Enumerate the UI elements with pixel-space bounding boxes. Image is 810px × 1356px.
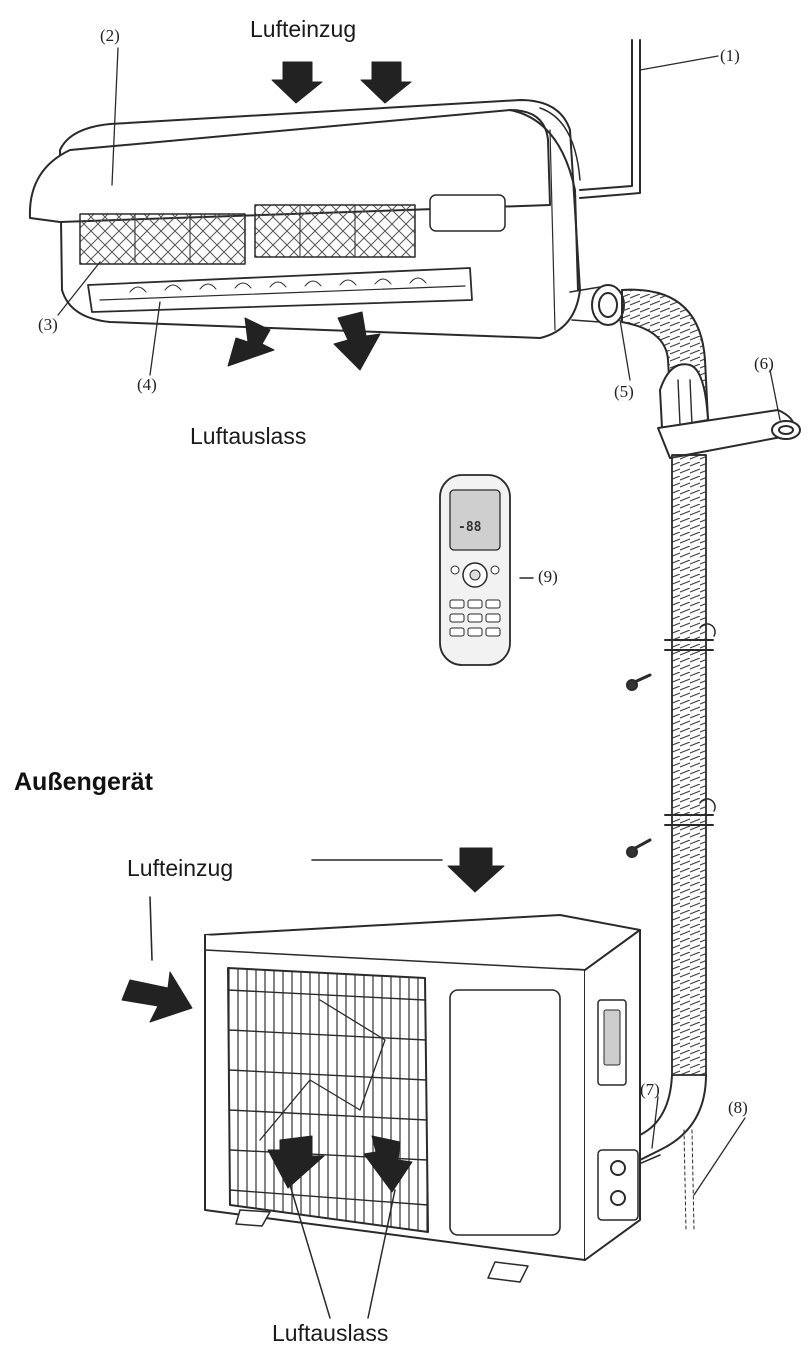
intake-arrows-top — [271, 61, 412, 104]
callout-5: (5) — [614, 382, 634, 401]
label-air-outlet-indoor: Luftauslass — [190, 423, 307, 449]
remote-control — [439, 474, 534, 666]
callout-2: (2) — [100, 26, 120, 45]
outlet-pointer-lines — [289, 1184, 396, 1319]
label-outdoor-unit-heading: Außengerät — [14, 768, 153, 796]
label-air-outlet-outdoor: Luftauslass — [272, 1320, 389, 1346]
intake-pointer-line-left — [149, 896, 153, 961]
callout-9: (9) — [538, 567, 558, 586]
callout-7: (7) — [640, 1080, 660, 1099]
callout-8: (8) — [728, 1098, 748, 1117]
callout-1: (1) — [720, 46, 740, 65]
label-air-intake-outdoor: Lufteinzug — [127, 855, 234, 881]
outlet-arrows-outdoor — [267, 1135, 413, 1193]
remote-display-digits: -88 — [458, 520, 482, 535]
callout-3: (3) — [38, 315, 58, 334]
callout-4: (4) — [137, 375, 157, 394]
connecting-pipe — [569, 284, 801, 1231]
power-cable — [579, 39, 719, 199]
label-air-intake-top: Lufteinzug — [250, 16, 357, 42]
wall-screws — [626, 673, 652, 858]
outlet-arrows-indoor — [227, 311, 381, 371]
callout-6: (6) — [754, 354, 774, 373]
intake-arrows-outdoor — [121, 847, 505, 1023]
callout-leaders — [57, 47, 781, 1196]
indoor-unit — [28, 99, 581, 339]
outdoor-unit — [204, 914, 641, 1283]
